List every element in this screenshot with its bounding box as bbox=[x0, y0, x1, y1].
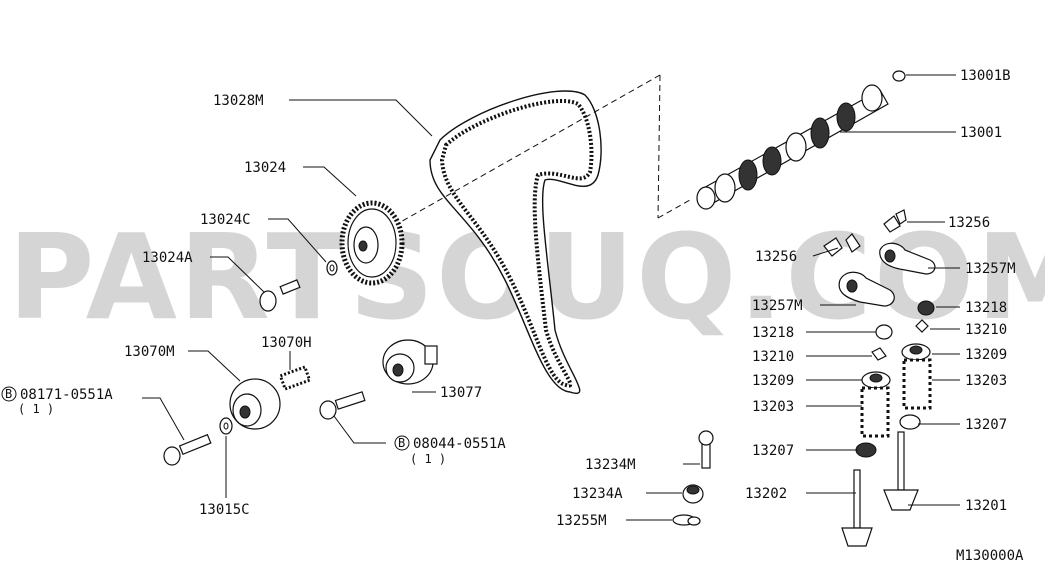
label-13209-right: 13209 bbox=[965, 347, 1007, 363]
idler-bolt bbox=[319, 391, 366, 420]
idler-pulley bbox=[382, 339, 438, 385]
figure-code: M130000A bbox=[956, 548, 1024, 564]
label-13028M: 13028M bbox=[213, 93, 264, 109]
camshaft-pulley bbox=[339, 200, 405, 286]
valve-cap-left bbox=[871, 347, 887, 361]
spring-retainer-left bbox=[861, 371, 891, 389]
bolt-marker-08171: B bbox=[1, 386, 17, 402]
label-13201: 13201 bbox=[965, 498, 1007, 514]
spring-retainer-right bbox=[901, 343, 931, 361]
valve-exhaust bbox=[883, 431, 919, 511]
label-13207-left: 13207 bbox=[752, 443, 794, 459]
pulley-washer bbox=[326, 260, 338, 276]
label-13256-upper: 13256 bbox=[948, 215, 990, 231]
label-13202: 13202 bbox=[745, 486, 787, 502]
label-13257M-lower: 13257M bbox=[752, 298, 803, 314]
plug-part bbox=[682, 484, 704, 504]
rocker-pivot-right bbox=[917, 300, 935, 316]
label-13234A: 13234A bbox=[572, 486, 623, 502]
label-13218-right: 13218 bbox=[965, 300, 1007, 316]
alignment-line bbox=[359, 74, 691, 246]
rocker-pivot-left bbox=[875, 324, 893, 340]
oil-seal-lower-part bbox=[698, 430, 714, 469]
label-13070H: 13070H bbox=[261, 335, 312, 351]
rocker-arm-lower bbox=[838, 271, 895, 307]
timing-belt bbox=[429, 90, 602, 394]
spring-seat-left bbox=[855, 442, 877, 458]
camshaft-plug bbox=[892, 70, 906, 82]
label-13210-right: 13210 bbox=[965, 322, 1007, 338]
spring-seat-right bbox=[899, 414, 921, 430]
label-13234M: 13234M bbox=[585, 457, 636, 473]
label-13077: 13077 bbox=[440, 385, 482, 401]
label-08171-0551A: 08171-0551A bbox=[20, 387, 113, 403]
label-13024C: 13024C bbox=[200, 212, 251, 228]
bolt-marker-08044: B bbox=[394, 435, 410, 451]
label-13256-lower: 13256 bbox=[755, 249, 797, 265]
label-13210-left: 13210 bbox=[752, 349, 794, 365]
camshaft bbox=[696, 84, 889, 210]
label-13257M-upper: 13257M bbox=[965, 261, 1016, 277]
part-labels: 13001B 13001 13028M 13024 13024C 13024A … bbox=[18, 68, 1016, 529]
tensioner-pulley bbox=[229, 378, 281, 430]
label-13070M: 13070M bbox=[124, 344, 175, 360]
label-13024A: 13024A bbox=[142, 250, 193, 266]
label-13218-left: 13218 bbox=[752, 325, 794, 341]
label-13015C: 13015C bbox=[199, 502, 250, 518]
valve-cotter-upper bbox=[883, 209, 907, 233]
leader-lines bbox=[142, 74, 960, 521]
svg-text:B: B bbox=[398, 436, 405, 450]
gasket-part bbox=[672, 514, 701, 526]
valve-cap-right bbox=[915, 319, 929, 333]
label-08171-qty: ( 1 ) bbox=[18, 402, 54, 416]
label-13203-left: 13203 bbox=[752, 399, 794, 415]
tensioner-washer bbox=[219, 417, 233, 435]
svg-text:B: B bbox=[5, 387, 12, 401]
label-13024: 13024 bbox=[244, 160, 286, 176]
label-13001: 13001 bbox=[960, 125, 1002, 141]
label-08044-0551A: 08044-0551A bbox=[413, 436, 506, 452]
label-13203-right: 13203 bbox=[965, 373, 1007, 389]
label-13255M: 13255M bbox=[556, 513, 607, 529]
tensioner-spring bbox=[278, 365, 312, 391]
pulley-bolt bbox=[259, 279, 301, 312]
label-13001B: 13001B bbox=[960, 68, 1011, 84]
label-13207-right: 13207 bbox=[965, 417, 1007, 433]
tensioner-bolt bbox=[163, 433, 212, 466]
label-08044-qty: ( 1 ) bbox=[410, 452, 446, 466]
valve-intake bbox=[841, 469, 873, 547]
valve-spring-right bbox=[902, 358, 932, 410]
label-13209-left: 13209 bbox=[752, 373, 794, 389]
valve-spring-left bbox=[860, 386, 890, 438]
